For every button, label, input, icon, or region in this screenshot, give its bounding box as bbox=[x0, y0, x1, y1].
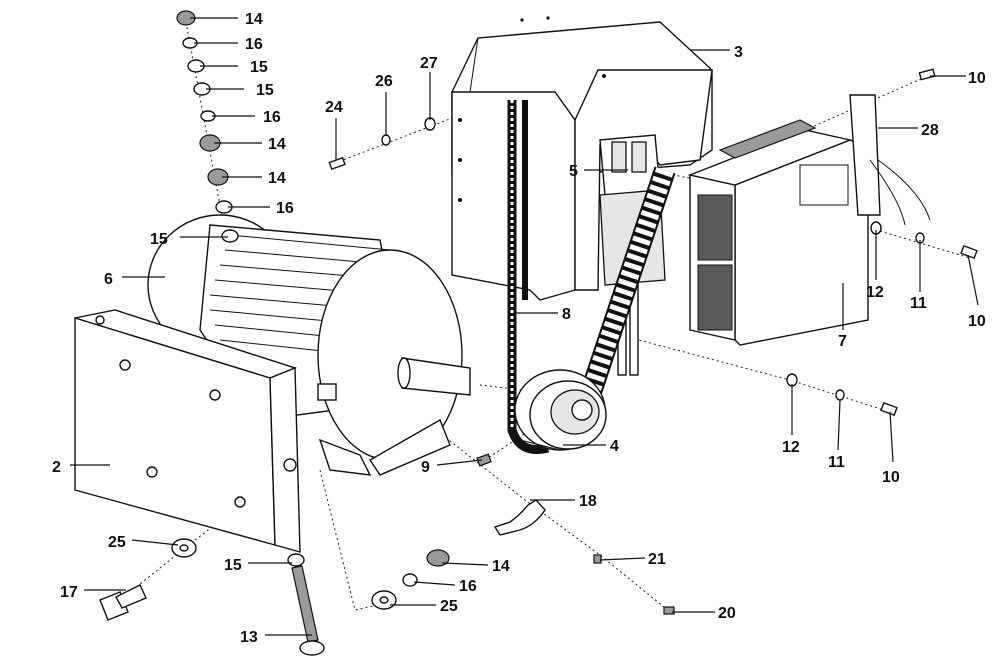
callout-12-right: 12 bbox=[866, 284, 884, 301]
callout-9-screw: 9 bbox=[421, 459, 430, 476]
callout-24: 24 bbox=[325, 99, 343, 116]
callout-labels: 14 16 15 15 16 14 14 16 15 6 2 25 17 15 … bbox=[52, 11, 986, 646]
belt-guard bbox=[451, 16, 713, 301]
callout-18-clamp: 18 bbox=[579, 493, 597, 510]
fasteners bbox=[99, 68, 978, 656]
callout-27: 27 bbox=[420, 55, 438, 72]
callout-15-second: 15 bbox=[256, 82, 274, 99]
callout-2-plate: 2 bbox=[52, 459, 61, 476]
callout-3-guard: 3 bbox=[734, 44, 743, 61]
callout-8-belt: 8 bbox=[562, 306, 571, 323]
callout-11-right: 11 bbox=[910, 295, 927, 312]
callout-25-left: 25 bbox=[108, 534, 126, 551]
callout-14-second: 14 bbox=[268, 136, 286, 153]
callout-14-third: 14 bbox=[268, 170, 286, 187]
leader-lines bbox=[70, 17, 979, 636]
callout-11-lower: 11 bbox=[828, 454, 845, 471]
callout-10-top: 10 bbox=[968, 70, 986, 87]
callout-4-pulley: 4 bbox=[610, 438, 619, 455]
drive-belt bbox=[507, 100, 676, 454]
callout-15-upper: 15 bbox=[250, 59, 268, 76]
callout-28: 28 bbox=[921, 122, 939, 139]
callout-16-lower: 16 bbox=[459, 578, 477, 595]
callout-26: 26 bbox=[375, 73, 393, 90]
callout-7-box: 7 bbox=[838, 333, 847, 350]
callout-17-bolt: 17 bbox=[60, 584, 78, 601]
callout-13-bolt: 13 bbox=[240, 629, 258, 646]
callout-14-top: 14 bbox=[245, 11, 263, 28]
switch-box bbox=[687, 94, 931, 346]
callout-10-lower: 10 bbox=[882, 469, 900, 486]
callout-6-motor: 6 bbox=[104, 271, 113, 288]
callout-16-second: 16 bbox=[263, 109, 281, 126]
callout-16-third: 16 bbox=[276, 200, 294, 217]
callout-20: 20 bbox=[718, 605, 736, 622]
callout-14-lower: 14 bbox=[492, 558, 510, 575]
callout-15-motor: 15 bbox=[150, 231, 168, 248]
callout-5-bracket: 5 bbox=[569, 163, 578, 180]
callout-10-right: 10 bbox=[968, 313, 986, 330]
pulley bbox=[514, 369, 607, 451]
callout-16-top: 16 bbox=[245, 36, 263, 53]
callout-15-lower: 15 bbox=[224, 557, 242, 574]
callout-21: 21 bbox=[648, 551, 666, 568]
callout-12-lower: 12 bbox=[782, 439, 800, 456]
mounting-plate bbox=[74, 309, 301, 553]
callout-25-lower: 25 bbox=[440, 598, 458, 615]
